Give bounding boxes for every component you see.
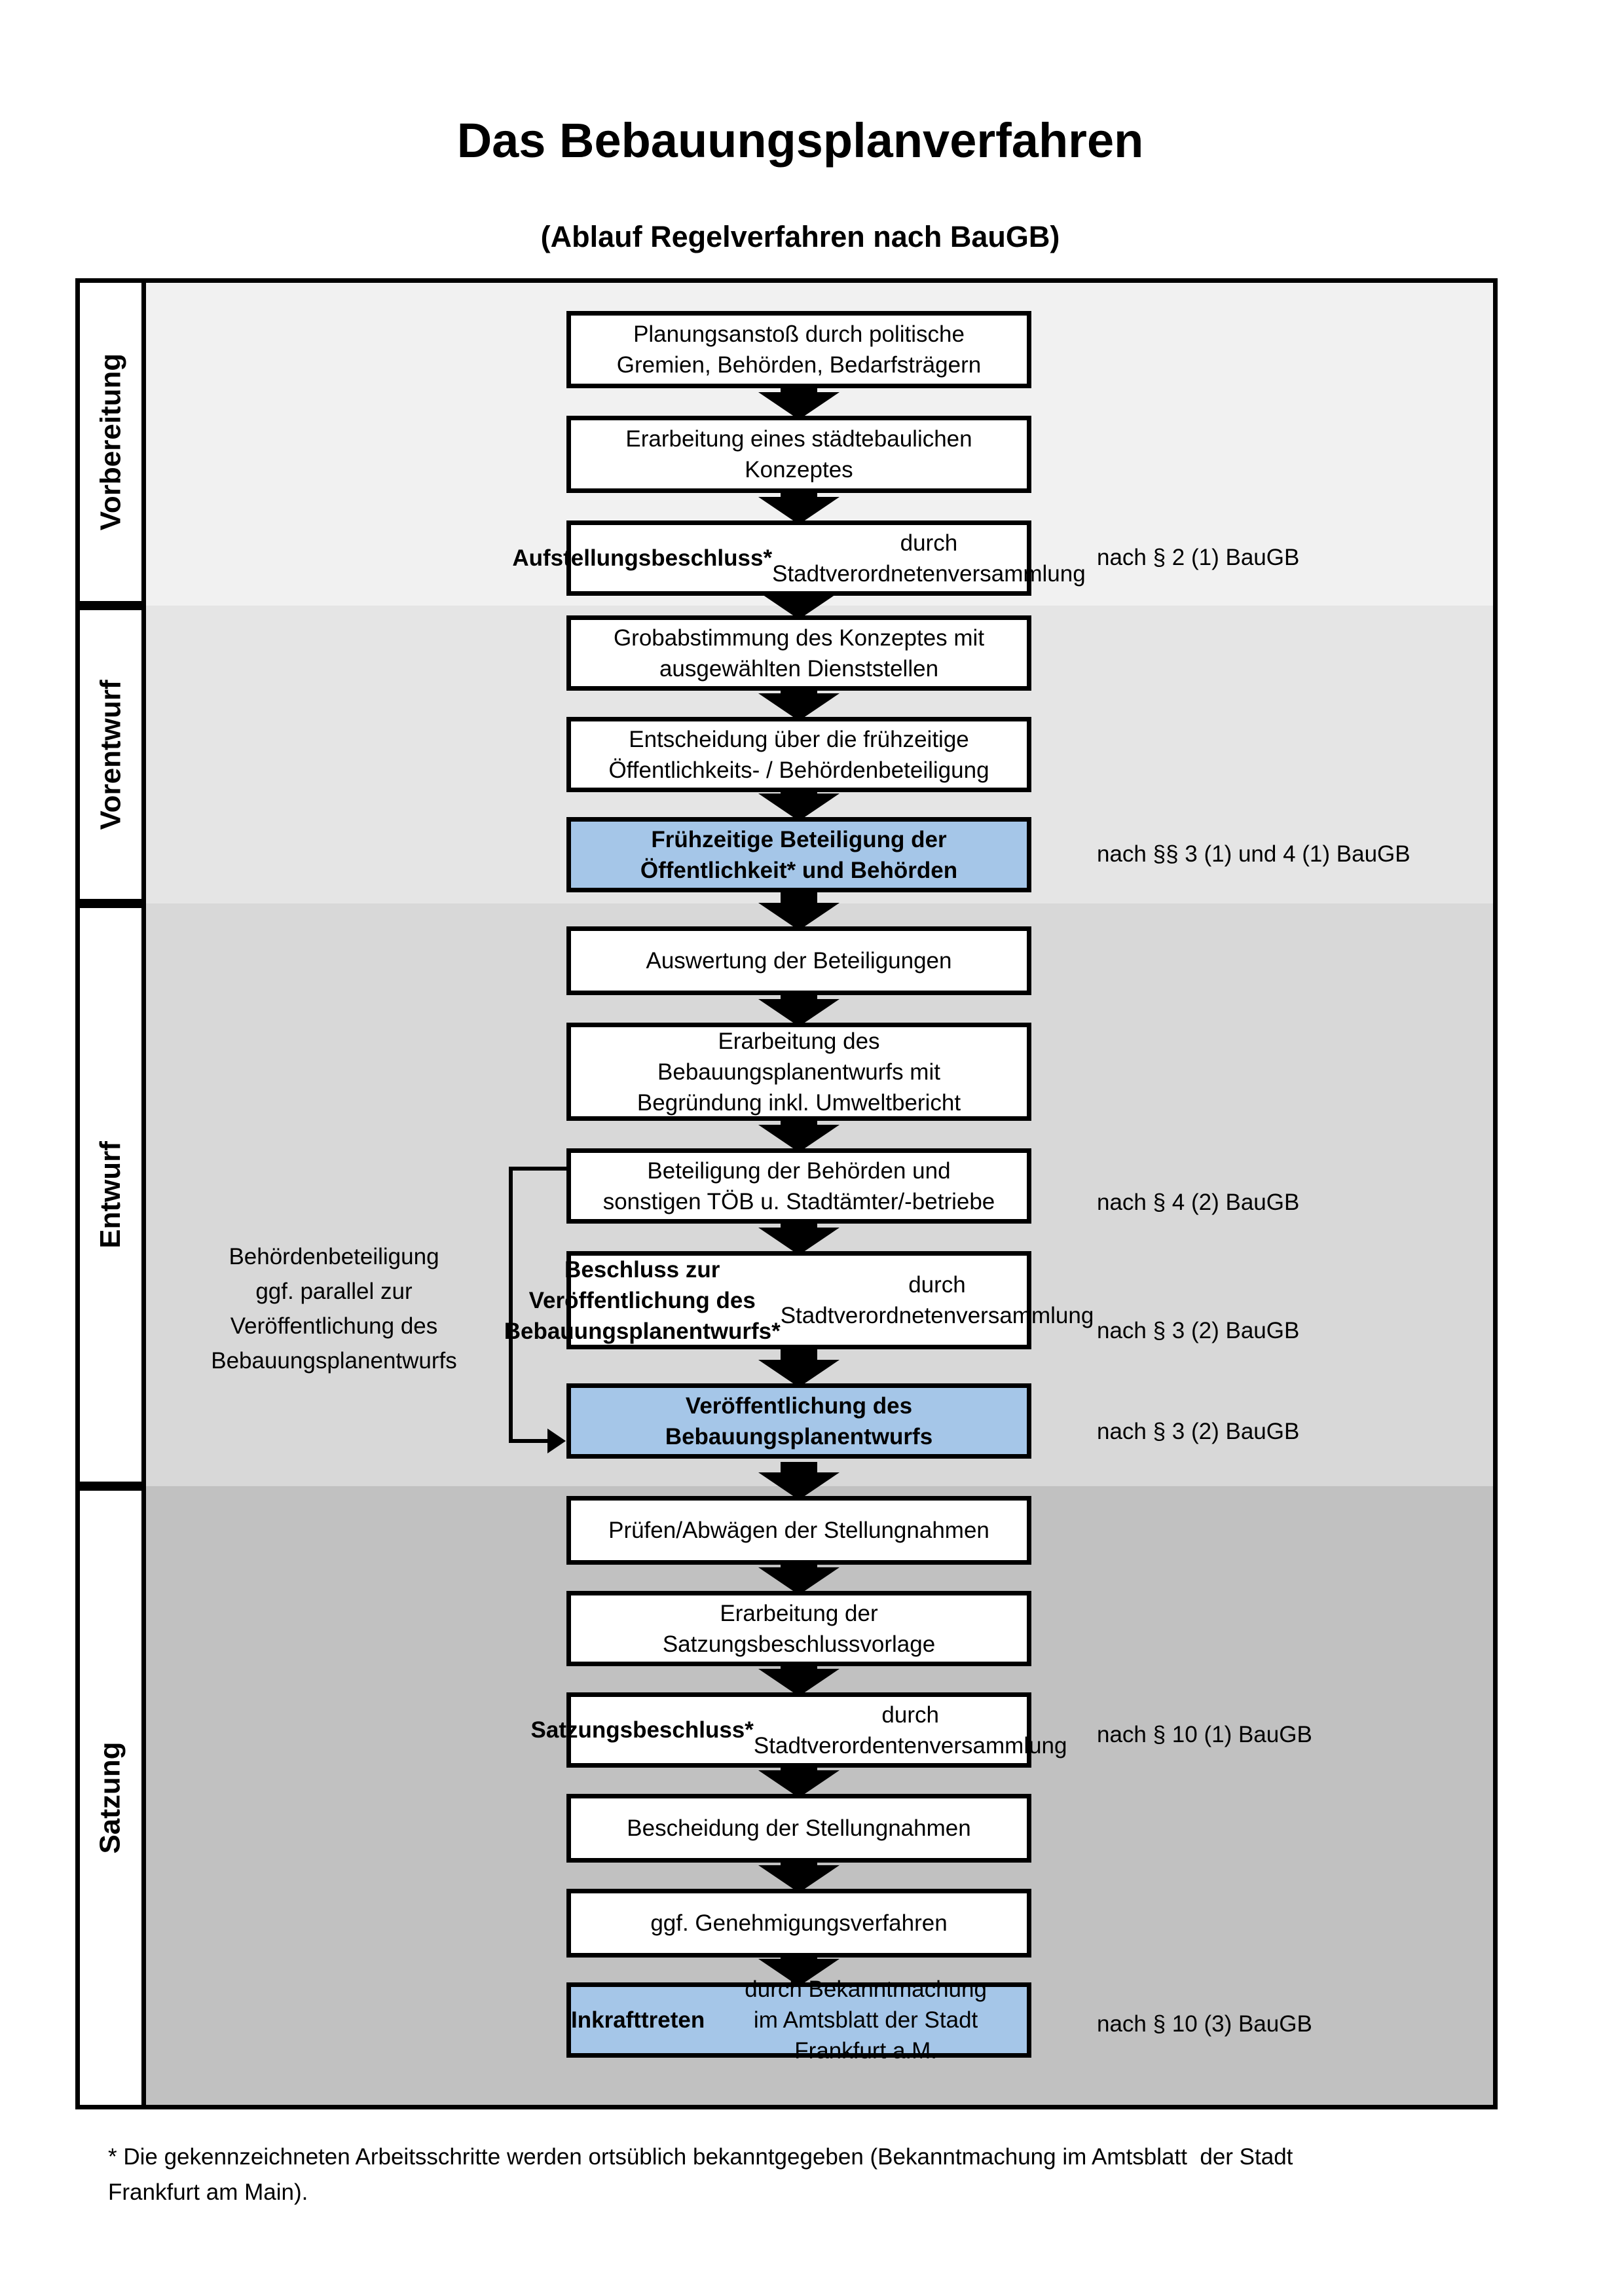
step-box: Erarbeitung des Bebauungsplanentwurfs mi…: [566, 1023, 1031, 1121]
arrow-down-icon: [758, 892, 840, 930]
legal-reference: nach § 4 (2) BauGB: [1097, 1190, 1300, 1215]
step-box: Entscheidung über die frühzeitige Öffent…: [566, 717, 1031, 792]
legal-reference: nach § 10 (3) BauGB: [1097, 2011, 1312, 2037]
arrow-down-icon: [758, 1349, 840, 1387]
phase-label: Vorentwurf: [94, 680, 126, 829]
step-box: Bescheidung der Stellungnahmen: [566, 1794, 1031, 1863]
step-box: Erarbeitung der Satzungsbeschlussvorlage: [566, 1591, 1031, 1666]
phase-cell-satzung: Satzung: [75, 1486, 146, 2109]
page-subtitle: (Ablauf Regelverfahren nach BauGB): [540, 220, 1060, 253]
parallel-connector-line: [509, 1167, 566, 1171]
arrow-right-icon: [547, 1429, 566, 1453]
phase-label: Satzung: [94, 1741, 127, 1854]
arrow-down-icon: [758, 683, 840, 721]
step-box: Prüfen/Abwägen der Stellungnahmen: [566, 1496, 1031, 1565]
step-box: Erarbeitung eines städtebaulichen Konzep…: [566, 416, 1031, 493]
legal-reference: nach § 3 (2) BauGB: [1097, 1318, 1300, 1343]
arrow-down-icon: [758, 1462, 840, 1500]
step-box-highlight: Inkrafttreten durch Bekanntmachung im Am…: [566, 1977, 1031, 2064]
parallel-connector-line: [509, 1167, 513, 1442]
step-box: Beteiligung der Behörden und sonstigen T…: [566, 1148, 1031, 1224]
legal-reference: nach § 3 (2) BauGB: [1097, 1419, 1300, 1444]
step-box: Grobabstimmung des Konzeptes mit ausgewä…: [566, 615, 1031, 691]
step-box: ggf. Genehmigungsverfahren: [566, 1889, 1031, 1958]
step-box: Auswertung der Beteiligungen: [566, 926, 1031, 995]
step-box: Satzungsbeschluss* durch Stadtverordente…: [531, 1692, 1067, 1768]
step-box: Beschluss zur Veröffentlichung des Bebau…: [504, 1251, 1094, 1349]
side-annotation: Behördenbeteiligung ggf. parallel zur Ve…: [211, 1244, 457, 1374]
page-title: Das Bebauungsplanverfahren: [456, 113, 1144, 168]
step-box: Planungsanstoß durch politische Gremien,…: [566, 311, 1031, 388]
step-box-highlight: Veröffentlichung des Bebauungsplanentwur…: [566, 1383, 1031, 1459]
footnote: * Die gekennzeichneten Arbeitsschritte w…: [108, 2144, 1293, 2205]
parallel-connector-line: [509, 1439, 553, 1443]
legal-reference: nach § 10 (1) BauGB: [1097, 1722, 1312, 1747]
phase-cell-vorbereitung: Vorbereitung: [75, 278, 146, 606]
legal-reference: nach §§ 3 (1) und 4 (1) BauGB: [1097, 841, 1411, 867]
legal-reference: nach § 2 (1) BauGB: [1097, 545, 1300, 570]
phase-label: Vorbereitung: [94, 353, 126, 531]
step-box: Aufstellungsbeschluss* durch Stadtverord…: [512, 520, 1086, 596]
arrow-down-icon: [758, 1557, 840, 1595]
step-box-highlight: Frühzeitige Beteiligung der Öffentlichke…: [566, 817, 1031, 892]
phase-cell-vorentwurf: Vorentwurf: [75, 606, 146, 903]
phase-cell-entwurf: Entwurf: [75, 903, 146, 1486]
phase-label: Entwurf: [94, 1141, 127, 1248]
